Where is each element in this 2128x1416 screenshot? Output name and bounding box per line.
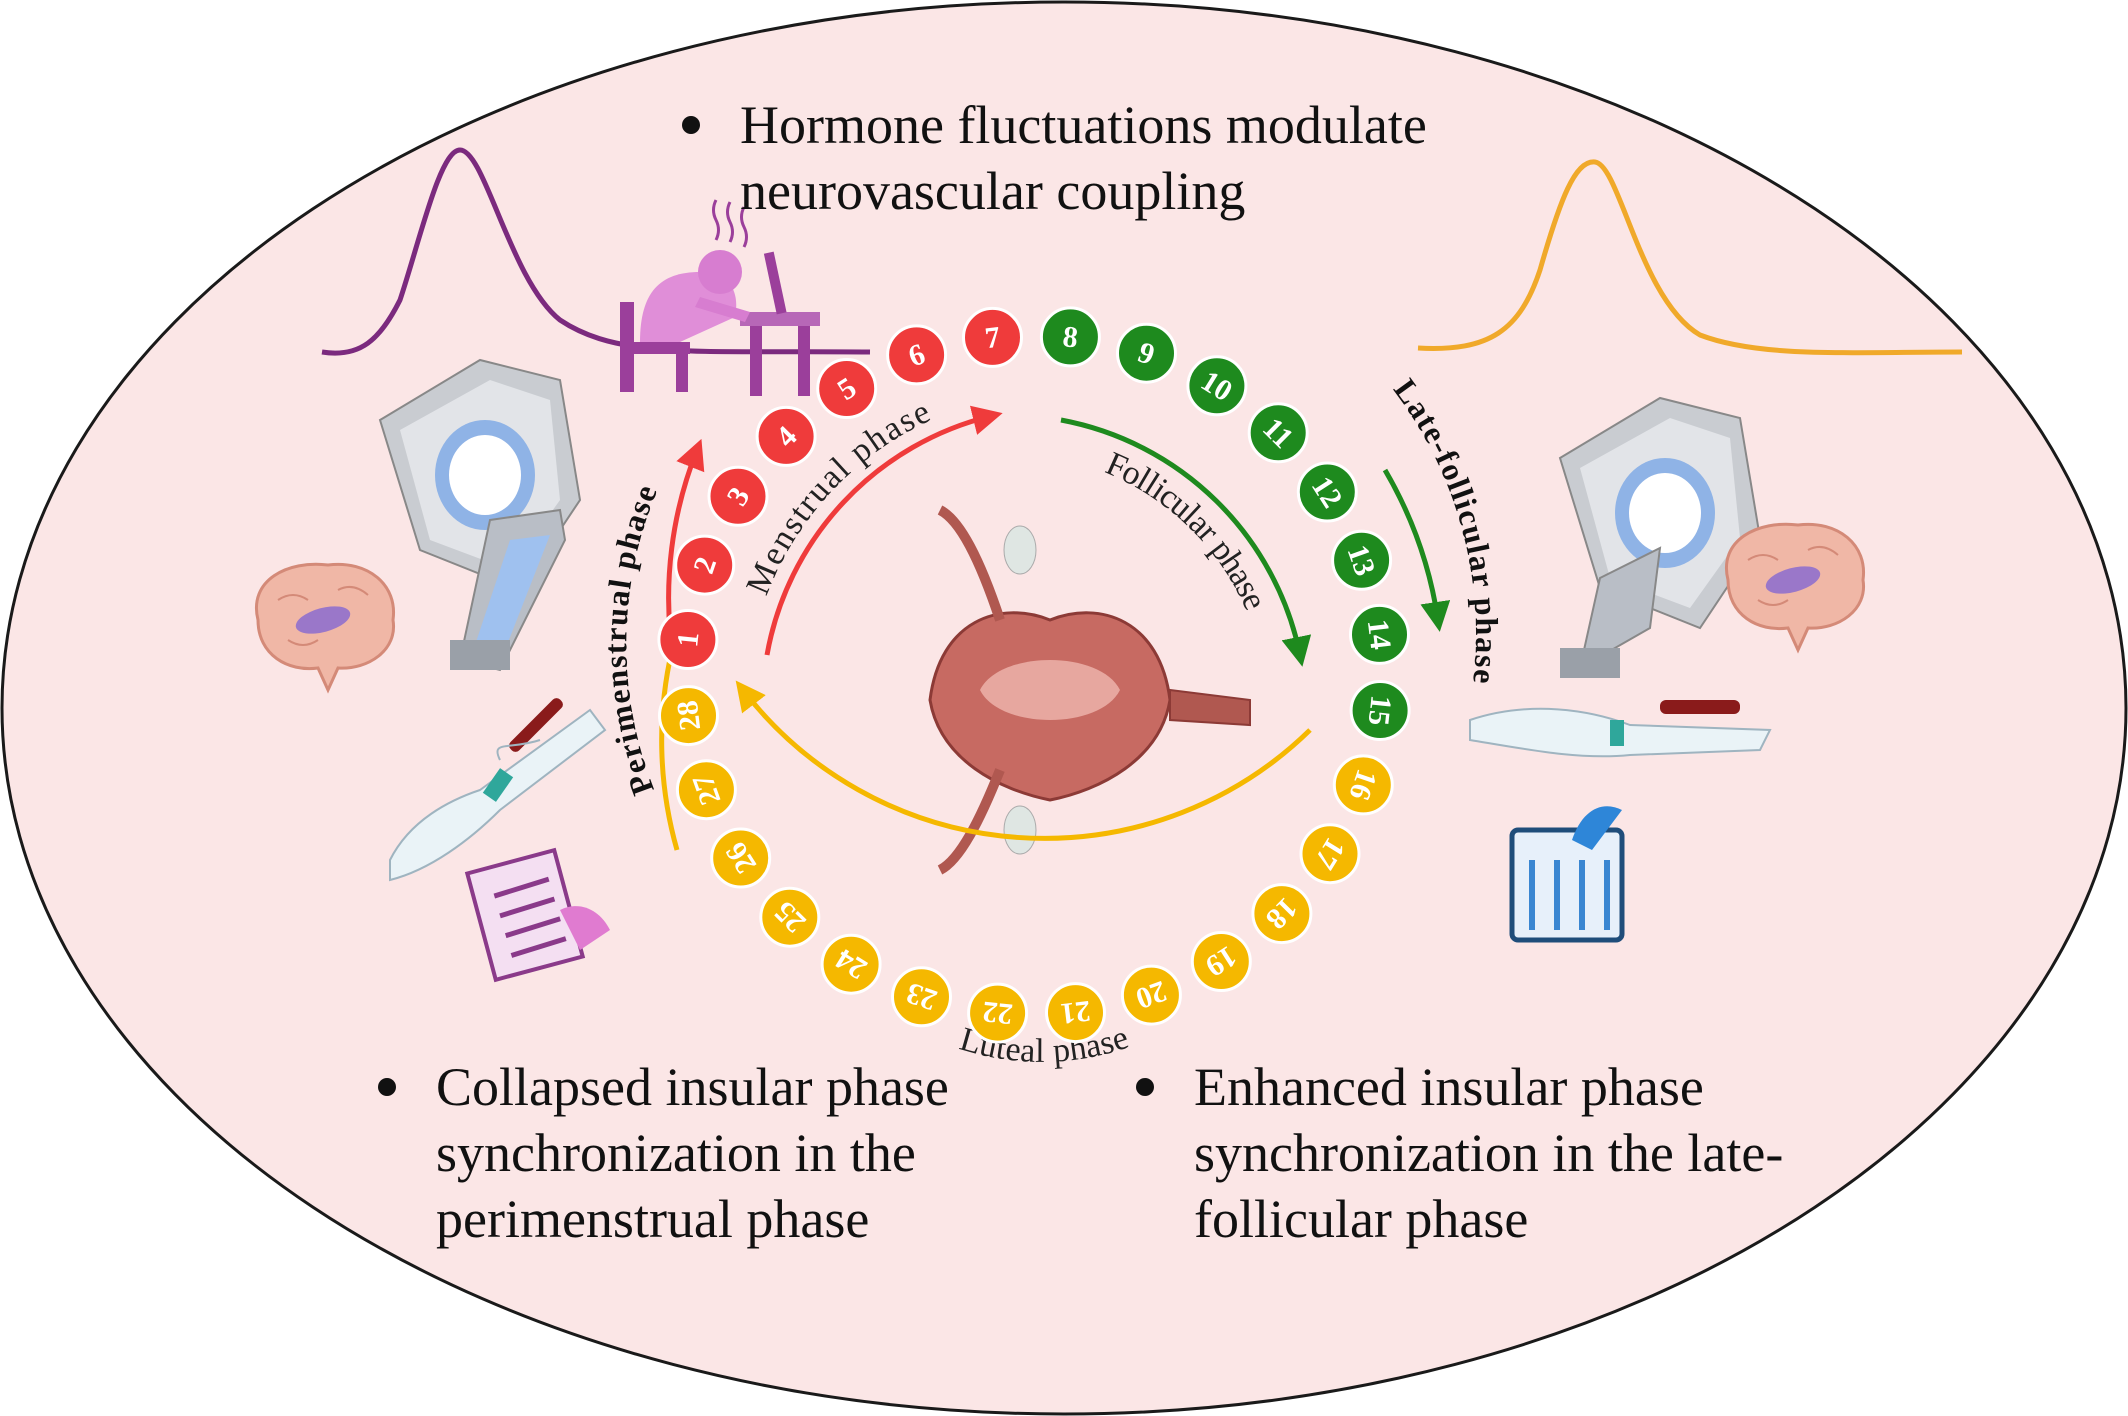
cycle-day-circle [755, 405, 817, 467]
cycle-day-4: 4 [755, 405, 817, 467]
cycle-day-15: 15 [1349, 680, 1411, 741]
bullet-dot [378, 1078, 396, 1096]
brain-icon-right [1725, 522, 1866, 654]
bullet-line: synchronization in the late- [1194, 1123, 1784, 1183]
cycle-day-10: 10 [1186, 355, 1248, 417]
bullet-line: perimenstrual phase [436, 1189, 870, 1249]
cycle-day-circle [1296, 461, 1358, 523]
cycle-day-21: 21 [1045, 982, 1106, 1044]
cycle-day-18: 18 [1251, 883, 1313, 945]
cycle-day-circle [967, 982, 1029, 1044]
bullet-collapsed-synchronization: Collapsed insular phase synchronization … [378, 1054, 949, 1252]
questionnaire-icon [464, 847, 610, 983]
stressed-person-at-desk-icon [620, 199, 820, 396]
cycle-day-circle [710, 827, 772, 889]
cycle-day-circle [820, 933, 882, 995]
cycle-day-circle [1251, 883, 1313, 945]
bullet-dot [1136, 1078, 1154, 1096]
brain-icon [255, 562, 396, 694]
cycle-day-16: 16 [1332, 754, 1394, 816]
cycle-day-23: 23 [891, 966, 952, 1028]
cycle-day-6: 6 [886, 324, 948, 386]
cycle-day-12: 12 [1296, 461, 1358, 523]
cycle-day-22: 22 [967, 982, 1029, 1044]
uterus-icon [928, 505, 1251, 875]
cycle-day-13: 13 [1331, 529, 1393, 591]
cycle-day-label: 7 [983, 321, 1002, 356]
cycle-day-circle [1332, 754, 1394, 816]
cycle-day-11: 11 [1247, 402, 1309, 464]
cycle-day-28: 28 [658, 685, 719, 747]
cycle-day-circle [658, 685, 719, 747]
cycle-day-label: 14 [1361, 618, 1397, 652]
cycle-day-25: 25 [759, 886, 821, 948]
cycle-day-circle [886, 324, 948, 386]
cycle-day-17: 17 [1299, 823, 1361, 885]
mri-scanner-icon [378, 358, 582, 672]
cycle-day-circle [1190, 931, 1252, 992]
cycle-day-circle [1299, 823, 1361, 885]
questionnaire-icon-right [1509, 806, 1625, 943]
cycle-day-8: 8 [1039, 306, 1101, 368]
cycle-day-9: 9 [1116, 322, 1177, 384]
perimenstrual-arrow-yellow [659, 649, 680, 851]
cycle-day-circle [707, 465, 769, 527]
bullet-line: follicular phase [1194, 1189, 1529, 1249]
cycle-day-26: 26 [710, 827, 772, 889]
cycle-day-2: 2 [674, 534, 736, 596]
cycle-day-circle [1039, 306, 1101, 368]
late-follicular-arrow [1382, 468, 1451, 632]
cycle-day-circle [1331, 529, 1393, 591]
bullet-hormone-fluctuations: Hormone fluctuations modulate neurovascu… [682, 92, 1427, 224]
cycle-day-circle [1349, 680, 1411, 741]
cycle-day-7: 7 [962, 306, 1023, 368]
bullet-line: Hormone fluctuations modulate [740, 95, 1427, 155]
cycle-day-5: 5 [816, 358, 878, 419]
cycle-day-label: 15 [1362, 694, 1398, 727]
cycle-day-circle [816, 358, 878, 419]
cycle-day-circle [1120, 964, 1182, 1026]
cycle-day-label: 28 [671, 699, 707, 733]
cycle-day-circle [962, 306, 1023, 368]
cycle-day-circle [1116, 322, 1177, 384]
cycle-day-circle [1349, 603, 1410, 665]
bullet-enhanced-synchronization: Enhanced insular phase synchronization i… [1136, 1054, 1783, 1252]
mri-scanner-icon-right [1558, 396, 1762, 678]
cycle-day-label: 22 [981, 995, 1014, 1031]
cycle-day-3: 3 [707, 465, 769, 527]
luteal-arrow [735, 680, 1312, 841]
blood-draw-arm-icon [389, 698, 607, 882]
cycle-day-1: 1 [657, 609, 719, 670]
cycle-day-14: 14 [1349, 603, 1410, 665]
cycle-day-20: 20 [1120, 964, 1182, 1026]
bullet-dot [682, 116, 700, 134]
cycle-day-circle [1045, 982, 1106, 1044]
cycle-day-circle [759, 886, 821, 948]
cycle-day-label: 1 [671, 630, 705, 648]
cycle-day-27: 27 [675, 759, 737, 821]
cycle-day-circle [891, 966, 952, 1028]
cycle-day-19: 19 [1190, 931, 1252, 992]
hormone-curve-right [1417, 159, 1963, 356]
bullet-line: neurovascular coupling [740, 161, 1246, 221]
cycle-day-label: 8 [1061, 320, 1079, 354]
cycle-day-label: 21 [1059, 994, 1093, 1030]
cycle-day-circle [1247, 402, 1309, 464]
cycle-day-circle [657, 609, 719, 670]
cycle-day-circle [675, 759, 737, 821]
bullet-line: Enhanced insular phase [1194, 1057, 1704, 1117]
blood-draw-arm-icon-right [1469, 700, 1772, 758]
bullet-line: Collapsed insular phase [436, 1057, 949, 1117]
cycle-day-circle [674, 534, 736, 596]
cycle-day-24: 24 [820, 933, 882, 995]
bullet-line: synchronization in the [436, 1123, 916, 1183]
cycle-day-circle [1186, 355, 1248, 417]
